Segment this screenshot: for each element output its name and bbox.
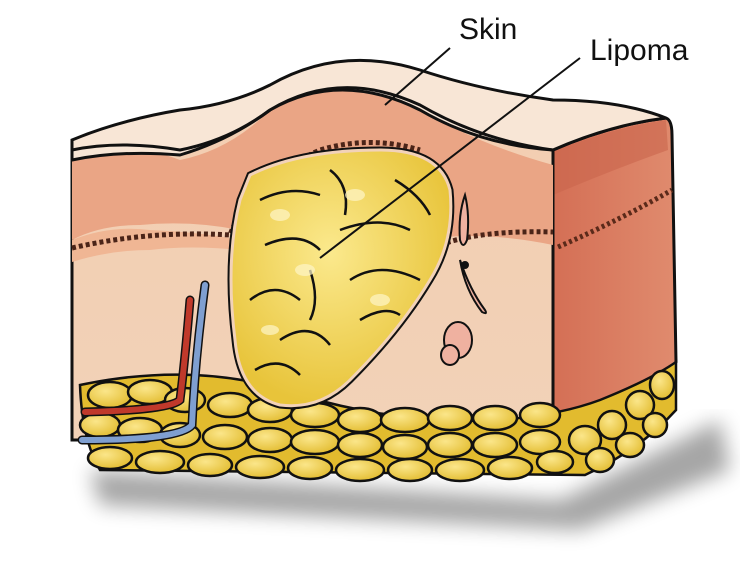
label-skin: Skin bbox=[459, 13, 518, 46]
lipoma-leader-line bbox=[319, 57, 581, 259]
side-beaded-line bbox=[557, 187, 674, 250]
side-face-dermis-band bbox=[553, 120, 668, 195]
epidermis-front-edge bbox=[71, 86, 554, 152]
dermis-reticular-band bbox=[72, 228, 240, 262]
hair-follicle bbox=[440, 191, 487, 366]
skin-leader-line bbox=[384, 47, 451, 106]
lipoma bbox=[227, 146, 455, 410]
drop-shadow bbox=[90, 420, 730, 530]
capillary-line bbox=[71, 140, 421, 251]
blood-vessels bbox=[77, 280, 210, 445]
label-lipoma: Lipoma bbox=[590, 34, 689, 67]
subcutaneous-fat bbox=[78, 359, 678, 483]
